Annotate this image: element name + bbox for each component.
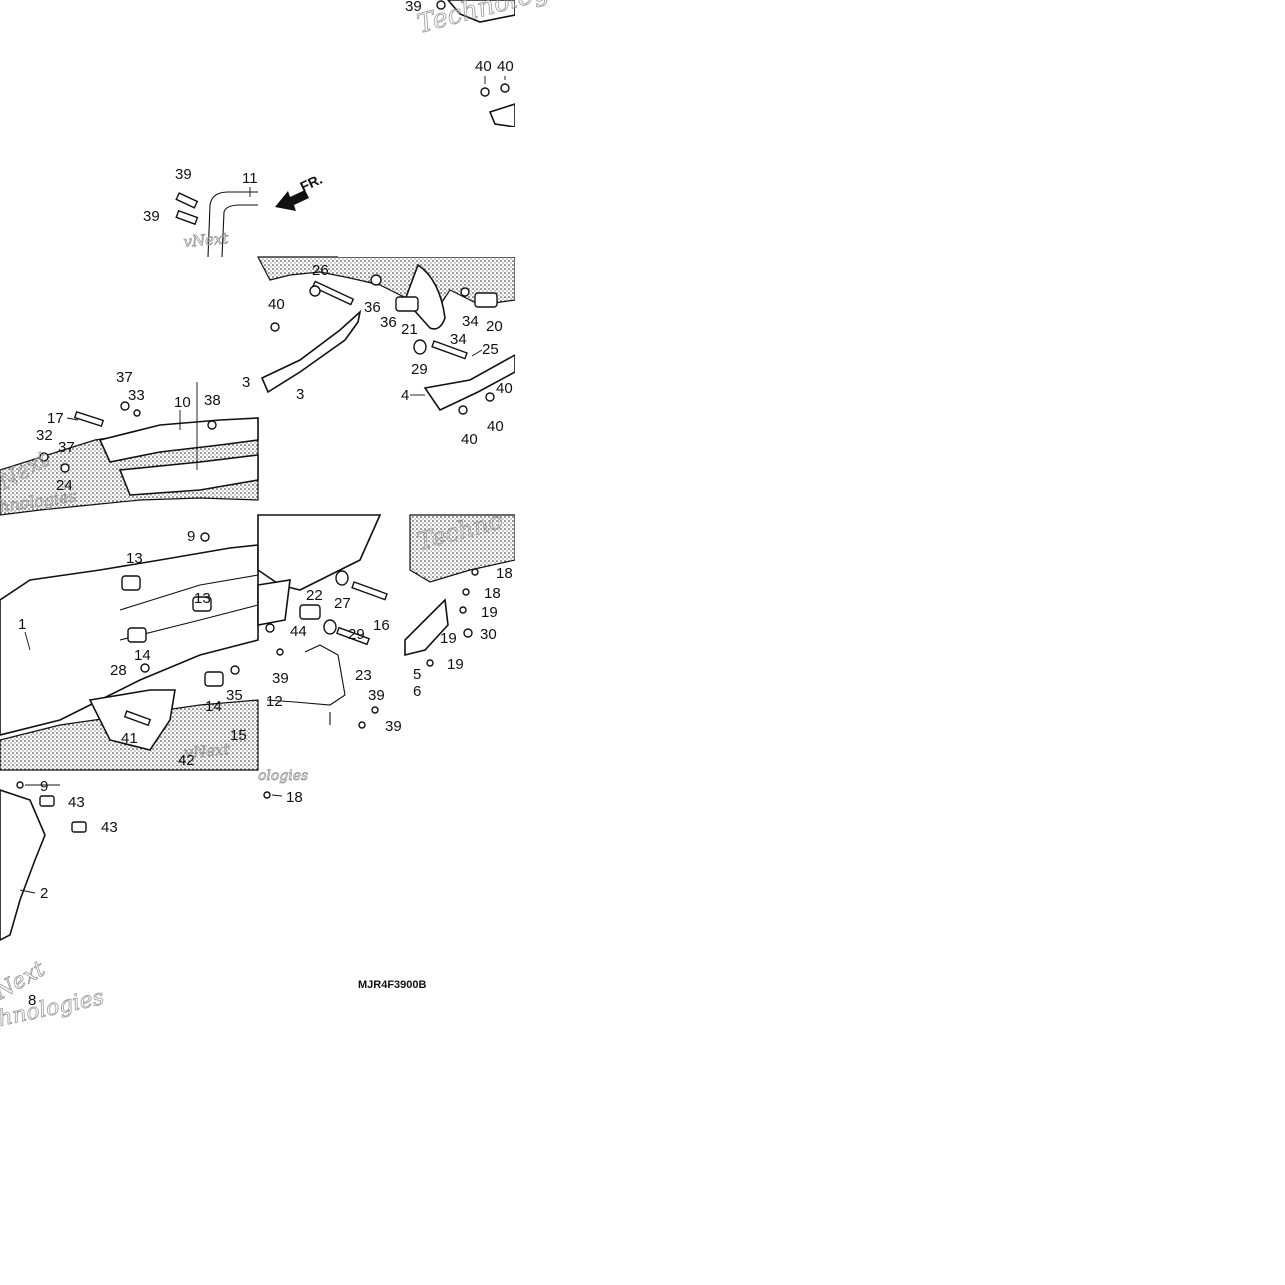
- callout-label: 33: [128, 387, 145, 404]
- callout-label: 39: [272, 670, 289, 687]
- callout-label: 39: [385, 718, 402, 735]
- callout-label: 11: [242, 170, 258, 187]
- callout-label: 18: [484, 585, 501, 602]
- callout-label: 1: [18, 616, 26, 633]
- callout-label: 39: [143, 208, 160, 225]
- callout-label: 3: [296, 386, 304, 403]
- fragment-lower-left: [0, 781, 271, 942]
- callout-label: 40: [475, 58, 492, 75]
- callout-label: 39: [175, 166, 192, 183]
- callout-label: 20: [486, 318, 503, 335]
- callout-label: 23: [355, 667, 372, 684]
- fragment-top-right: [436, 0, 515, 128]
- callout-label: 18: [286, 789, 303, 806]
- callout-label: 34: [462, 313, 479, 330]
- callout-label: 18: [496, 565, 513, 582]
- parts-group: [0, 0, 515, 942]
- fragment-main-frame: [0, 382, 259, 771]
- callout-label: 43: [68, 794, 85, 811]
- callout-label: 17: [47, 410, 64, 427]
- callout-label: 34: [450, 331, 467, 348]
- callout-label: 38: [204, 392, 221, 409]
- watermark-text: vNext: [183, 229, 230, 251]
- callout-label: 39: [368, 687, 385, 704]
- callout-label: 10: [174, 394, 191, 411]
- fragment-right-upper: [257, 256, 515, 415]
- callout-label: 26: [312, 262, 329, 279]
- callout-label: 13: [126, 550, 143, 567]
- callout-label: 41: [121, 730, 138, 747]
- callout-label: 9: [187, 528, 195, 545]
- callout-label: 42: [178, 752, 195, 769]
- arrow-left-icon: [275, 190, 309, 211]
- callout-label: 40: [461, 431, 478, 448]
- callout-label: 9: [40, 778, 48, 795]
- callout-label: 25: [482, 341, 499, 358]
- front-direction-arrow: FR.: [275, 171, 325, 211]
- watermark-text: ologies: [258, 768, 308, 784]
- callout-labels: 39 40 40 39 11 39 26 40 36 36 21 34 20 3…: [18, 0, 514, 1009]
- watermark-text: vNext: [184, 740, 231, 762]
- callout-label: 19: [440, 630, 457, 647]
- callout-label: 32: [36, 427, 53, 444]
- callout-label: 8: [28, 992, 36, 1009]
- callout-label: 14: [134, 647, 151, 664]
- callout-label: 30: [480, 626, 497, 643]
- callout-label: 21: [401, 321, 418, 338]
- callout-label: 6: [413, 683, 421, 700]
- callout-label: 36: [380, 314, 397, 331]
- fragment-guard-top: [175, 187, 258, 258]
- callout-label: 22: [306, 587, 323, 604]
- callout-label: 2: [40, 885, 48, 902]
- front-marker-label: FR.: [298, 171, 325, 195]
- leader-lines: [19, 417, 296, 894]
- callout-label: 16: [373, 617, 390, 634]
- callout-label: 24: [56, 477, 73, 494]
- callout-label: 13: [194, 590, 211, 607]
- callout-label: 40: [497, 58, 514, 75]
- callout-label: 40: [268, 296, 285, 313]
- callout-label: 40: [496, 380, 513, 397]
- callout-label: 44: [290, 623, 307, 640]
- watermark-text: Technologies: [414, 0, 588, 40]
- callout-label: 19: [447, 656, 464, 673]
- callout-label: 37: [58, 439, 75, 456]
- callout-label: 35: [226, 687, 243, 704]
- fragment-right-lower: [257, 514, 515, 729]
- callout-label: 27: [334, 595, 351, 612]
- callout-label: 36: [364, 299, 381, 316]
- callout-label: 39: [405, 0, 422, 15]
- callout-label: 3: [242, 374, 250, 391]
- callout-label: 40: [487, 418, 504, 435]
- callout-label: 37: [116, 369, 133, 386]
- callout-label: 29: [411, 361, 428, 378]
- callout-label: 5: [413, 666, 421, 683]
- callout-label: 29: [348, 626, 365, 643]
- callout-label: 14: [205, 698, 222, 715]
- callout-label: 28: [110, 662, 127, 679]
- diagram-code: MJR4F3900B: [358, 979, 427, 991]
- callout-label: 15: [230, 727, 247, 744]
- callout-label: 19: [481, 604, 498, 621]
- callout-label: 43: [101, 819, 118, 836]
- callout-label: 12: [266, 693, 283, 710]
- callout-label: 4: [401, 387, 409, 404]
